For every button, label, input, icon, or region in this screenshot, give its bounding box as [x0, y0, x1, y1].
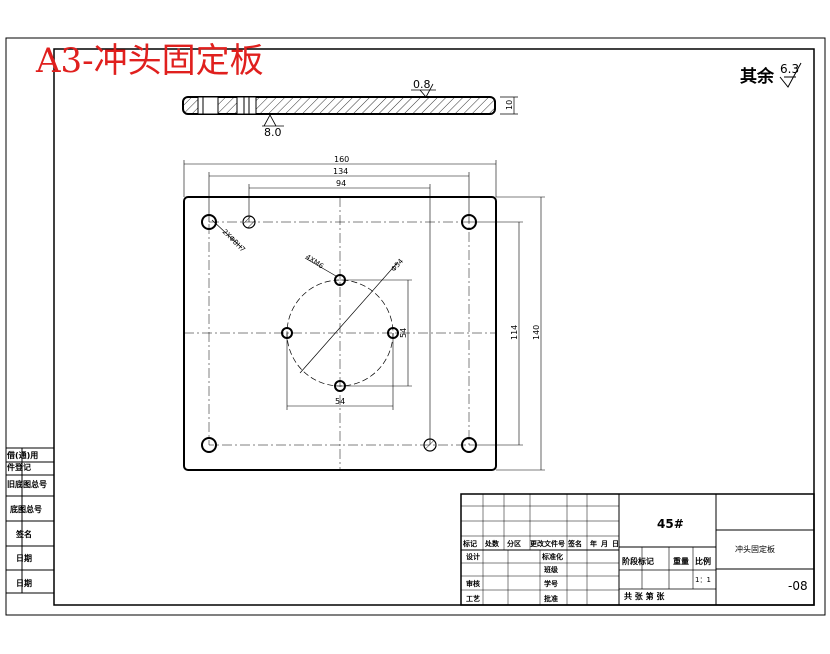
dim-114: 114 [510, 325, 519, 340]
row-approve: 批准 [544, 594, 558, 603]
row-student-no: 学号 [544, 579, 558, 588]
left-label-5: 日期 [16, 553, 32, 563]
roughness-bottom-value: 8.0 [264, 126, 282, 139]
title-block [460, 493, 815, 606]
dim-134: 134 [333, 167, 348, 176]
drawing-title: A3-冲头固定板 [35, 41, 264, 81]
dim-140: 140 [532, 325, 541, 340]
dim-54-vertical: 54 [399, 328, 408, 338]
row-design: 设计 [466, 552, 480, 561]
roughness-rest-value: 6.3 [780, 62, 799, 76]
left-label-1: 件登记 [7, 462, 31, 472]
dim-94: 94 [336, 179, 346, 188]
sheet-label: 共 张 第 张 [624, 591, 665, 601]
material-value: 45# [657, 517, 684, 531]
drawing-number: -08 [788, 579, 808, 593]
left-strip [5, 447, 55, 594]
roughness-rest-label: 其余 [740, 66, 775, 87]
dim-160: 160 [334, 155, 349, 164]
hole-note-pcd: Φ54 [390, 257, 406, 273]
dimension-lines [183, 160, 545, 471]
rev-header-4: 签名 [567, 539, 582, 548]
rev-header-2: 分区 [507, 539, 521, 548]
stage-label: 阶段标记 [622, 556, 654, 566]
thickness-dim: 10 [505, 100, 514, 110]
outer-border [5, 37, 826, 616]
left-label-3: 底图总号 [9, 504, 42, 514]
rev-header-5: 年 [590, 539, 597, 548]
row-review: 审核 [466, 579, 480, 588]
scale-value: 1：1 [695, 576, 711, 584]
row-process: 工艺 [466, 594, 480, 603]
left-label-6: 日期 [16, 578, 32, 588]
rev-header-3: 更改文件号 [530, 539, 565, 548]
weight-label: 重量 [673, 556, 689, 566]
rev-header-1: 处数 [484, 539, 500, 548]
roughness-top-icon [411, 83, 436, 98]
row-class: 班级 [544, 565, 559, 574]
dim-54-horizontal: 54 [335, 397, 345, 406]
rev-header-6: 月 [600, 540, 608, 548]
inner-border [53, 48, 815, 606]
side-section-view [182, 96, 518, 115]
left-label-2: 旧底图总号 [7, 479, 47, 489]
roughness-symbol-icon [779, 62, 802, 88]
rev-header-7: 日 [612, 540, 619, 548]
scale-label: 比例 [695, 556, 711, 566]
left-label-4: 签名 [15, 529, 32, 539]
roughness-top-value: 0.8 [413, 78, 431, 91]
roughness-bottom-icon [262, 114, 284, 127]
hole-note-dowel: 2XΦ8H7 [221, 228, 247, 254]
rev-header-0: 标记 [462, 539, 477, 548]
row-standardize: 标准化 [541, 552, 563, 561]
left-label-0: 借(通)用 [6, 450, 38, 460]
part-name: 冲头固定板 [735, 544, 775, 554]
